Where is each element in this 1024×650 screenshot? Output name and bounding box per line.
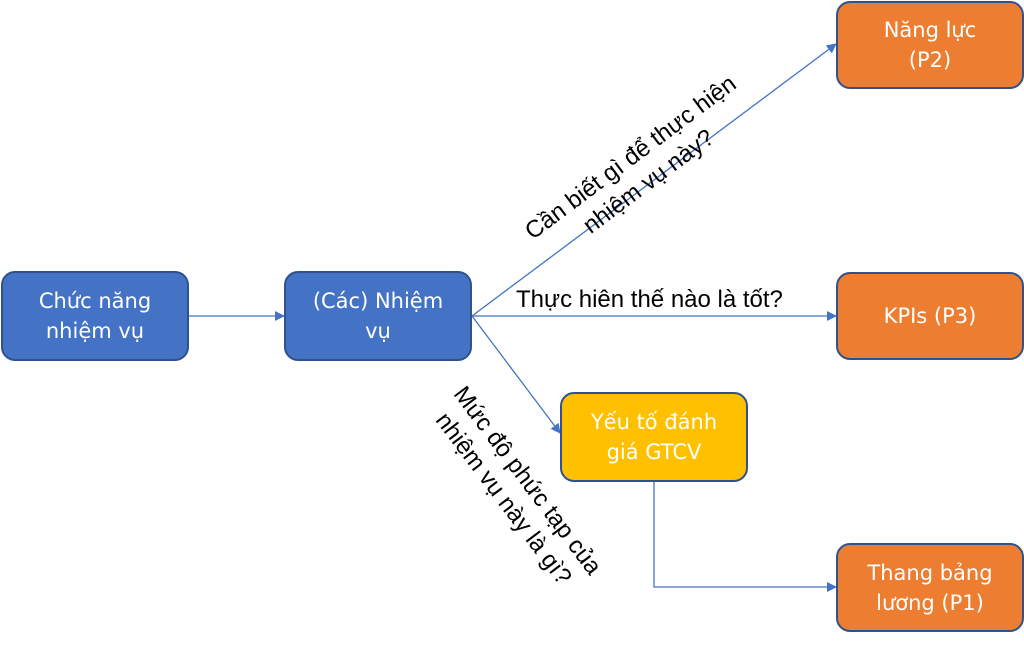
node-competency-label: Năng lực (P2) [883, 18, 977, 72]
node-functions-label: Chức năng nhiệm vụ [38, 289, 152, 343]
edge-label-kpis: Thực hiên thế nào là tốt? [516, 286, 783, 313]
node-competency: Năng lực (P2) [836, 1, 1024, 89]
node-tasks-label: (Các) Nhiệm vụ [312, 289, 444, 343]
node-functions: Chức năng nhiệm vụ [1, 271, 189, 361]
node-kpis-label: KPIs (P3) [883, 304, 977, 328]
node-tasks: (Các) Nhiệm vụ [284, 271, 472, 361]
edge-tasks-to-competency [471, 43, 837, 317]
edge-evaluation-to-salary [653, 482, 837, 592]
node-evaluation-factors-label: Yếu tố đánh giá GTCV [590, 410, 718, 464]
edge-tasks-to-evaluation [471, 315, 561, 434]
node-salary-scale-label: Thang bảng lương (P1) [867, 560, 993, 615]
node-evaluation-factors: Yếu tố đánh giá GTCV [560, 392, 748, 482]
node-kpis: KPIs (P3) [836, 272, 1024, 360]
node-salary-scale: Thang bảng lương (P1) [836, 543, 1024, 632]
